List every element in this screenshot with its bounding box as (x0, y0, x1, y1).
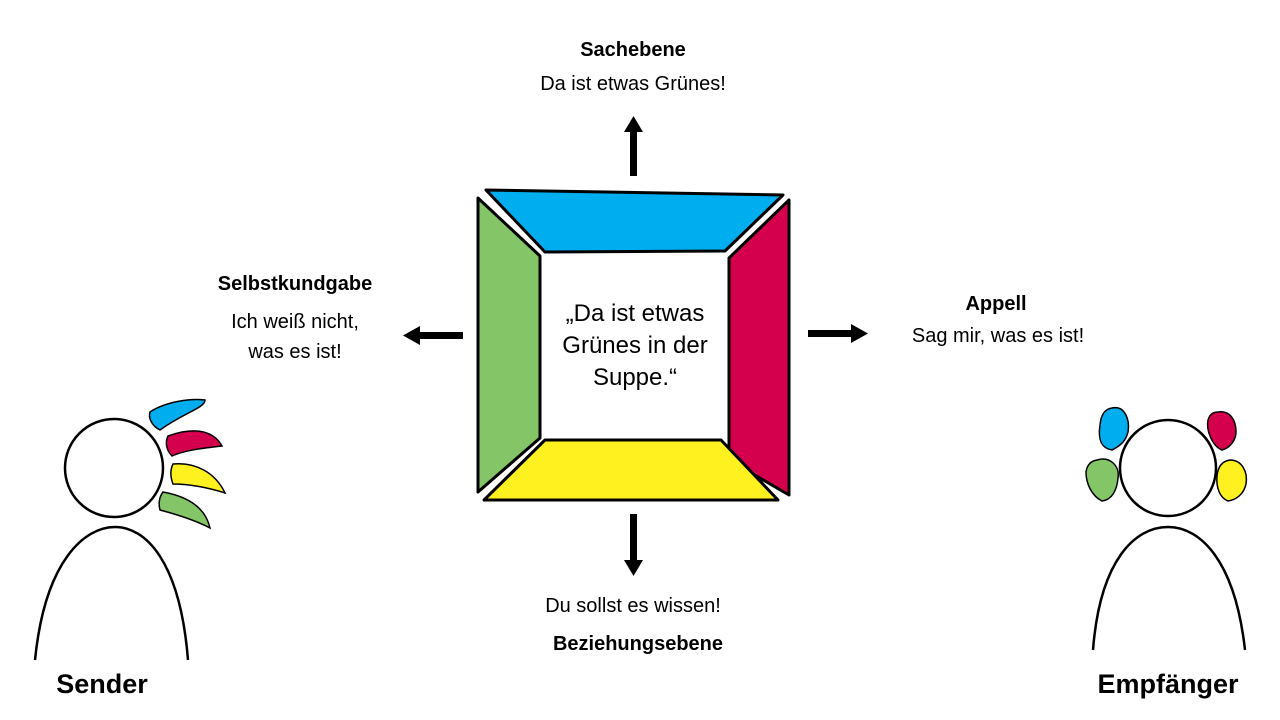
appell-text: Sag mir, was es ist! (911, 325, 1085, 347)
receiver-figure (1091, 418, 1247, 651)
beziehung-text: Du sollst es wissen! (545, 595, 721, 617)
selbstkundgabe-side (476, 196, 542, 494)
beziehung-title: Beziehungsebene (552, 633, 724, 655)
selbstkundgabe-title: Selbstkundgabe (217, 273, 373, 295)
message-quote: „Da ist etwas Grünes in der Suppe.“ (540, 298, 730, 394)
sender-figure (33, 417, 190, 661)
appell-side (727, 198, 791, 497)
sachebene-title: Sachebene (580, 39, 686, 61)
message-line-2: Grünes in der (562, 332, 708, 359)
message-line-3: Suppe.“ (592, 364, 678, 391)
arrows (403, 116, 868, 576)
sachebene-text: Da ist etwas Grünes! (540, 73, 726, 95)
receiver-label: Empfänger (1097, 669, 1239, 699)
appell-title: Appell (965, 293, 1027, 315)
selbstkundgabe-text-2: was es ist! (248, 341, 342, 363)
sachebene-side (484, 188, 785, 254)
beziehung-side (482, 438, 780, 502)
tongues-icon (148, 398, 227, 530)
sender-label: Sender (56, 669, 148, 699)
ears-icon (1085, 406, 1248, 502)
selbstkundgabe-text-1: Ich weiß nicht, (231, 311, 359, 333)
message-line-1: „Da ist etwas (565, 300, 705, 327)
